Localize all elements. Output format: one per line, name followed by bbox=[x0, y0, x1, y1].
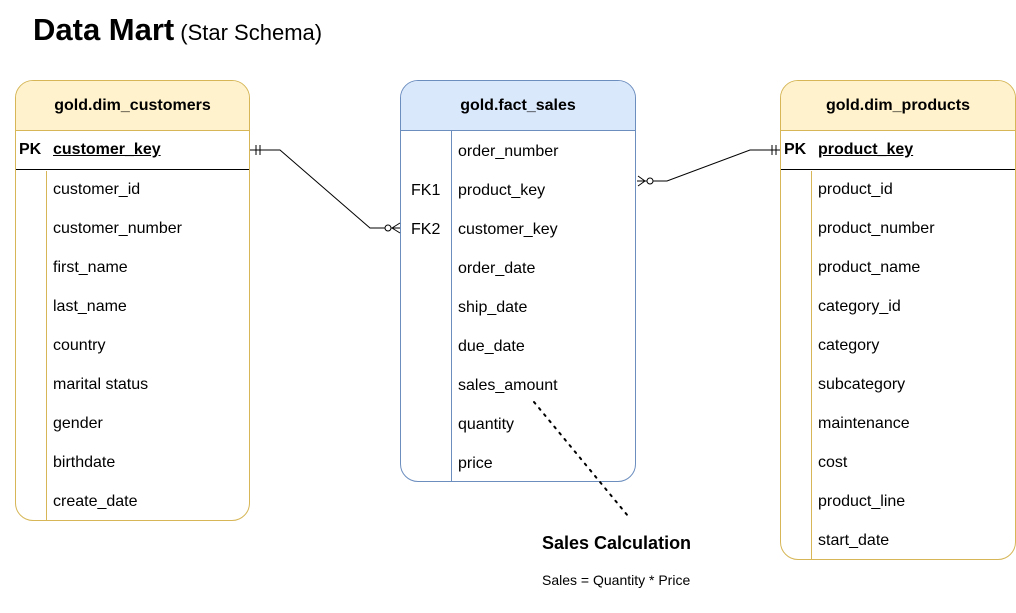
dim-products-table[interactable]: gold.dim_products PK product_key product… bbox=[780, 80, 1016, 560]
field-row: subcategory bbox=[781, 365, 1015, 404]
field-name: product_name bbox=[818, 258, 921, 276]
field-name: customer_id bbox=[53, 180, 141, 198]
pk-field: product_key bbox=[818, 141, 914, 158]
field-row: maintenance bbox=[781, 404, 1015, 443]
field-name: cost bbox=[818, 453, 848, 471]
field-name: order_number bbox=[458, 142, 559, 160]
field-row: product_id bbox=[781, 170, 1015, 209]
field-row: cost bbox=[781, 443, 1015, 482]
field-name: birthdate bbox=[53, 453, 116, 471]
field-row: create_date bbox=[16, 482, 249, 520]
field-row: order_number bbox=[401, 132, 635, 171]
field-name: product_key bbox=[458, 181, 546, 199]
products-to-sales-connector bbox=[637, 145, 780, 187]
key-column-divider bbox=[451, 131, 452, 481]
field-row: customer_id bbox=[16, 170, 249, 209]
dim-products-header: gold.dim_products bbox=[781, 81, 1015, 131]
field-row: product_name bbox=[781, 248, 1015, 287]
key-column-divider bbox=[811, 171, 812, 559]
field-row: birthdate bbox=[16, 443, 249, 482]
field-row: category bbox=[781, 326, 1015, 365]
field-name: first_name bbox=[53, 258, 128, 276]
field-name: order_date bbox=[458, 259, 536, 277]
pk-field: customer_key bbox=[53, 141, 161, 158]
dim-customers-header: gold.dim_customers bbox=[16, 81, 249, 131]
customers-to-sales-connector bbox=[250, 145, 401, 234]
field-key: FK1 bbox=[411, 181, 441, 199]
field-row: category_id bbox=[781, 287, 1015, 326]
field-row: due_date bbox=[401, 327, 635, 366]
key-column-divider bbox=[46, 171, 47, 520]
field-row: FK1 product_key bbox=[401, 171, 635, 210]
field-name: product_id bbox=[818, 180, 893, 198]
pk-label: PK bbox=[19, 141, 42, 158]
field-name: category_id bbox=[818, 297, 901, 315]
field-name: quantity bbox=[458, 415, 515, 433]
field-row: FK2 customer_key bbox=[401, 210, 635, 249]
field-name: maintenance bbox=[818, 414, 910, 432]
field-row: first_name bbox=[16, 248, 249, 287]
field-row: gender bbox=[16, 404, 249, 443]
note-title: Sales Calculation bbox=[542, 533, 692, 553]
field-name: price bbox=[458, 454, 493, 472]
note-body: Sales = Quantity * Price bbox=[542, 572, 691, 588]
field-name: subcategory bbox=[818, 375, 906, 393]
field-row: price bbox=[401, 444, 635, 481]
pk-label: PK bbox=[784, 141, 807, 158]
field-name: sales_amount bbox=[458, 376, 558, 394]
field-name: category bbox=[818, 336, 880, 354]
field-row: customer_number bbox=[16, 209, 249, 248]
field-name: product_line bbox=[818, 492, 906, 510]
fact-sales-header: gold.fact_sales bbox=[401, 81, 635, 131]
field-name: due_date bbox=[458, 337, 525, 355]
field-name: create_date bbox=[53, 492, 138, 510]
field-row: last_name bbox=[16, 287, 249, 326]
pk-row: PK product_key bbox=[781, 131, 1015, 170]
field-name: customer_number bbox=[53, 219, 182, 237]
field-name: start_date bbox=[818, 531, 890, 549]
field-row: start_date bbox=[781, 521, 1015, 559]
field-row: marital status bbox=[16, 365, 249, 404]
pk-row: PK customer_key bbox=[16, 131, 249, 170]
field-name: ship_date bbox=[458, 298, 528, 316]
field-name: marital status bbox=[53, 375, 149, 393]
field-row: product_line bbox=[781, 482, 1015, 521]
field-row: ship_date bbox=[401, 288, 635, 327]
field-row: country bbox=[16, 326, 249, 365]
field-name: last_name bbox=[53, 297, 127, 315]
field-name: gender bbox=[53, 414, 103, 432]
title-main: Data Mart bbox=[33, 12, 175, 47]
field-name: country bbox=[53, 336, 106, 354]
field-row: product_number bbox=[781, 209, 1015, 248]
diagram-title: Data Mart(Star Schema) bbox=[33, 12, 322, 48]
field-row: order_date bbox=[401, 249, 635, 288]
field-name: customer_key bbox=[458, 220, 558, 238]
title-subtitle: (Star Schema) bbox=[180, 20, 323, 45]
field-name: product_number bbox=[818, 219, 935, 237]
field-row: sales_amount bbox=[401, 366, 635, 405]
field-key: FK2 bbox=[411, 220, 441, 238]
dim-customers-table[interactable]: gold.dim_customers PK customer_key custo… bbox=[15, 80, 250, 521]
field-row: quantity bbox=[401, 405, 635, 444]
